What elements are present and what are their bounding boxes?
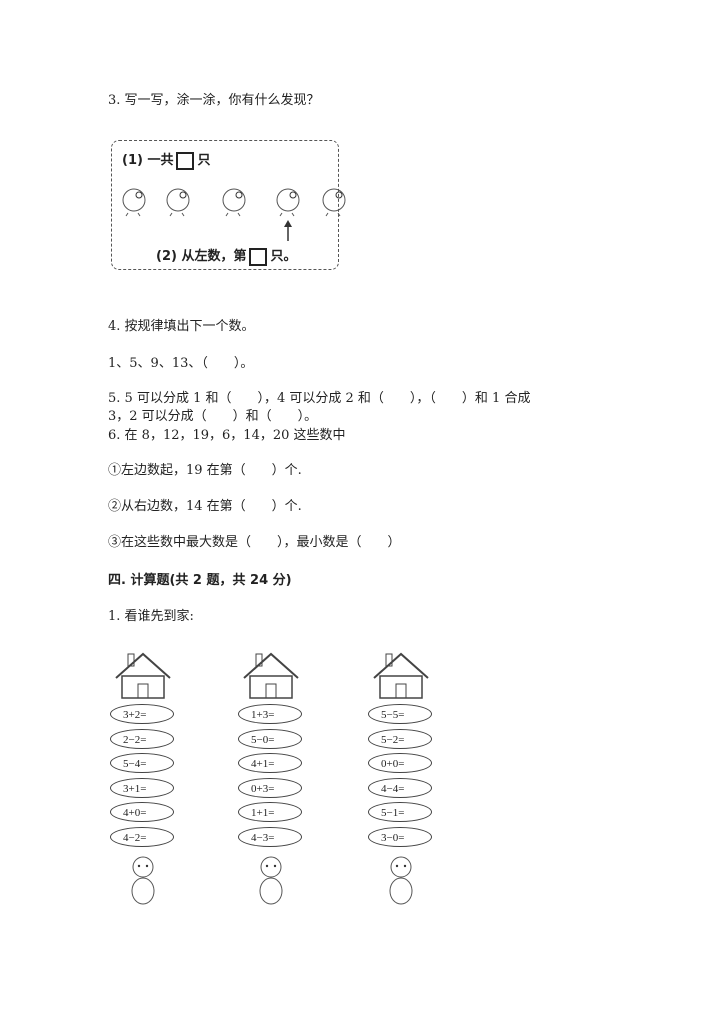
house-icon xyxy=(243,652,299,699)
pig-icon xyxy=(131,856,155,904)
q6-item-3: ③在这些数中最大数是（ ），最小数是（ ） xyxy=(108,535,401,550)
figure-part2: (2) 从左数，第 只。 xyxy=(156,245,296,266)
problem-oval[interactable]: 5−4= xyxy=(110,753,174,773)
problem-oval[interactable]: 5−5= xyxy=(368,704,432,724)
house-icon xyxy=(373,652,429,699)
chick-icon xyxy=(322,188,346,217)
chick-icon xyxy=(166,188,190,217)
section-title: 四. 计算题(共 2 题，共 24 分) xyxy=(108,573,292,588)
chick-icon xyxy=(122,188,146,217)
problem-oval[interactable]: 1+3= xyxy=(238,704,302,724)
part1-text: (1) 一共 xyxy=(122,153,174,168)
dog-icon xyxy=(259,856,283,904)
q6-title: 6. 在 8，12，19，6，14，20 这些数中 xyxy=(108,428,346,443)
part2-text: (2) 从左数，第 xyxy=(156,249,247,264)
problem-oval[interactable]: 4−2= xyxy=(110,826,174,847)
house-icon xyxy=(115,652,171,699)
calc-column: 5−5= 5−2= 0+0= 4−4= 5−1= 3−0= xyxy=(368,648,434,907)
problem-oval[interactable]: 5−0= xyxy=(238,728,302,749)
calc-column: 1+3= 5−0= 4+1= 0+3= 1+1= 4−3= xyxy=(238,648,304,907)
calc-column: 3+2= 2−2= 5−4= 3+1= 4+0= 4−2= xyxy=(110,648,176,907)
rabbit-icon xyxy=(389,856,413,904)
q5-line2: 3，2 可以分成（ ）和（ ）。 xyxy=(108,409,318,424)
figure-part1: (1) 一共 只 xyxy=(122,149,210,170)
problem-oval[interactable]: 0+0= xyxy=(368,753,432,773)
q4-sequence: 1、5、9、13、（ ）。 xyxy=(108,356,254,371)
problem-oval[interactable]: 1+1= xyxy=(238,802,302,822)
problem-oval[interactable]: 4−4= xyxy=(368,777,432,798)
spacer xyxy=(266,183,302,217)
arrow-up-icon xyxy=(284,220,292,241)
problem-oval[interactable]: 5−1= xyxy=(368,802,432,822)
chick-figure: (1) 一共 只 (2) 从左数，第 只。 xyxy=(111,140,346,270)
problem-oval[interactable]: 4−3= xyxy=(238,826,302,847)
chick-icon xyxy=(222,188,246,217)
problem-oval[interactable]: 4+0= xyxy=(110,802,174,822)
chick-icon xyxy=(276,188,300,217)
q6-item-1: ①左边数起，19 在第（ ）个. xyxy=(108,463,302,478)
answer-box[interactable] xyxy=(249,247,268,266)
problem-oval[interactable]: 4+1= xyxy=(238,753,302,773)
q4-title: 4. 按规律填出下一个数。 xyxy=(108,319,255,334)
q3-title: 3. 写一写，涂一涂，你有什么发现？ xyxy=(108,93,320,108)
problem-oval[interactable]: 3−0= xyxy=(368,826,432,847)
problem-oval[interactable]: 0+3= xyxy=(238,777,302,798)
q5-line1: 5. 5 可以分成 1 和（ ），4 可以分成 2 和（ ），（ ）和 1 合成 xyxy=(108,391,531,406)
part1-suffix: 只 xyxy=(197,153,211,168)
problem-oval[interactable]: 2−2= xyxy=(110,728,174,749)
answer-box[interactable] xyxy=(176,151,195,170)
problem-oval[interactable]: 5−2= xyxy=(368,728,432,749)
part2-suffix: 只。 xyxy=(270,249,297,264)
problem-oval[interactable]: 3+1= xyxy=(110,777,174,798)
calc1-title: 1. 看谁先到家: xyxy=(108,609,194,624)
problem-oval[interactable]: 3+2= xyxy=(110,704,174,724)
q6-item-2: ②从右边数，14 在第（ ）个. xyxy=(108,499,302,514)
